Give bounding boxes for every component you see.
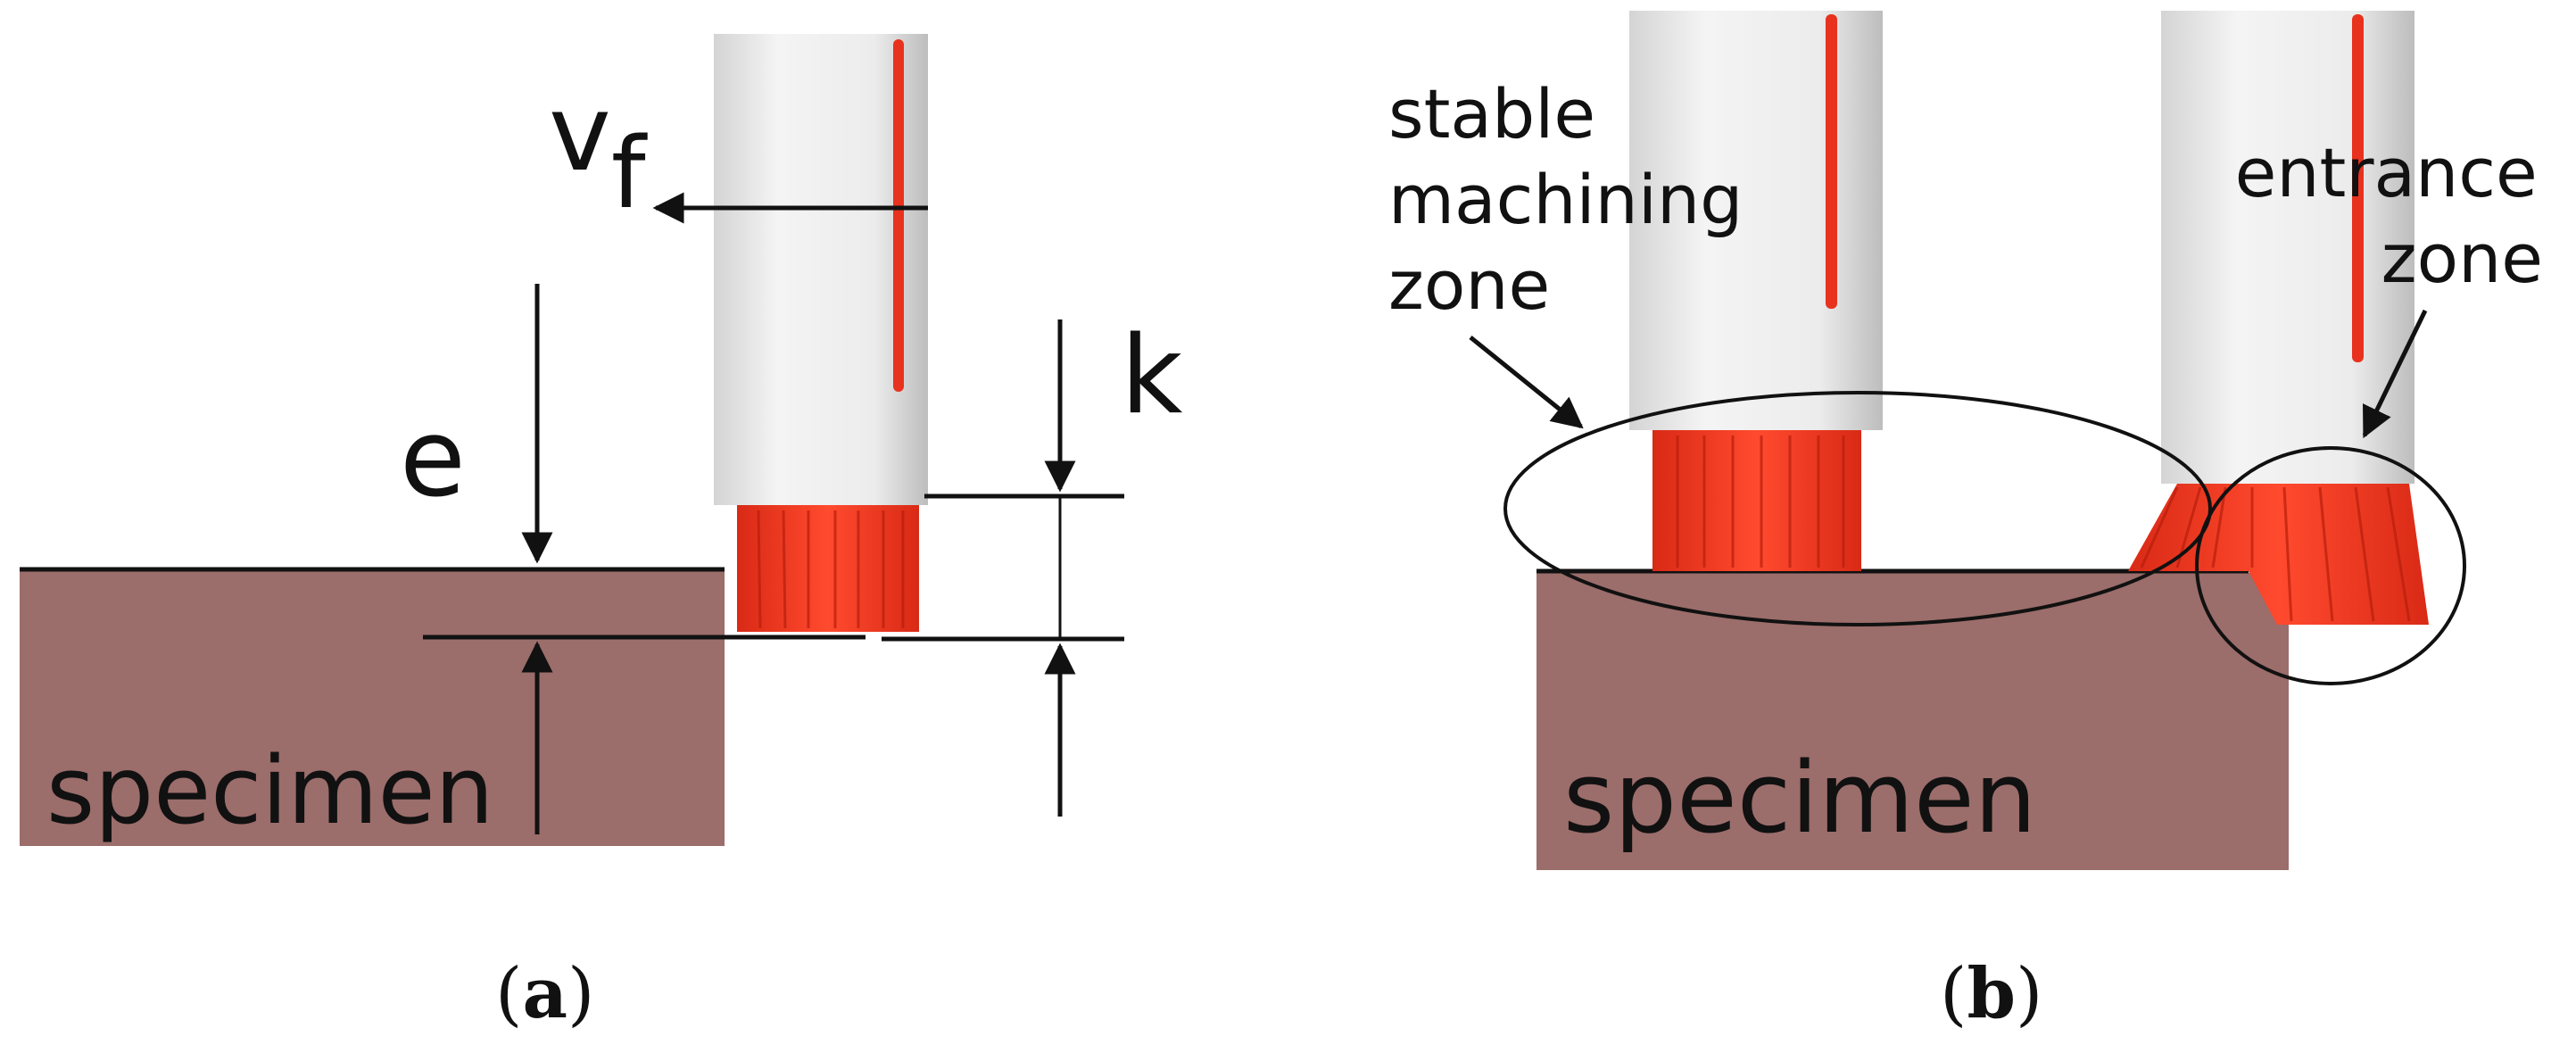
caption-b: (b) [1940, 953, 2042, 1034]
tool-red-stripe-stable [1826, 14, 1837, 309]
brush-bristles-a [737, 505, 919, 632]
label-k: k [1121, 314, 1183, 438]
entrance-zone-arrow [2362, 309, 2428, 439]
specimen-label-b: specimen [1563, 741, 2036, 855]
brush-tool-a [714, 34, 928, 632]
stable-zone-label: stable machining zone [1388, 74, 1765, 325]
specimen-label-a: specimen [46, 736, 493, 845]
feed-label: vf [549, 71, 648, 230]
specimen-block-a [20, 569, 725, 846]
brush-tool-entrance [2128, 11, 2429, 625]
entrance-zone-label: entrance zone [2235, 133, 2559, 298]
tool-red-stripe-entrance [2352, 14, 2364, 362]
dimension-e [423, 284, 866, 834]
specimen-block-b [1536, 571, 2289, 870]
tool-red-stripe-a [893, 39, 904, 392]
brush-bristles-entrance [2128, 484, 2429, 625]
dimension-k [882, 319, 1124, 817]
panel-b: stable machining zone entrance zone spec… [1388, 11, 2559, 1034]
brush-bristles-stable [1652, 430, 1861, 571]
panel-a: vf e k specimen (a) [20, 34, 1183, 1034]
stable-zone-ellipse [1503, 391, 2212, 626]
stable-zone-arrow [1469, 336, 1584, 429]
entrance-zone-ellipse [2195, 446, 2466, 685]
label-e: e [400, 397, 466, 521]
brush-tool-stable [1629, 11, 1883, 571]
caption-a: (a) [495, 953, 594, 1034]
